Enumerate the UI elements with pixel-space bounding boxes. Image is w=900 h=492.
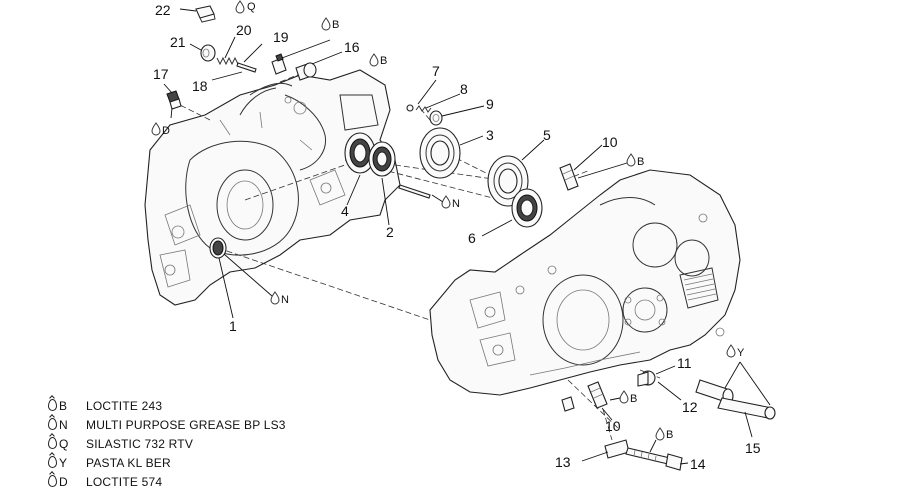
part-19-sensor xyxy=(271,53,287,75)
sealant-markers: Q B B D N B N B xyxy=(151,0,745,441)
legend-label: MULTI PURPOSE GREASE BP LS3 xyxy=(86,418,286,432)
legend-drop-icon: B xyxy=(48,397,82,416)
drop-marker-16-b: B xyxy=(369,53,387,67)
legend-label: PASTA KL BER xyxy=(86,456,171,470)
legend-label: LOCTITE 574 xyxy=(86,475,163,489)
sealant-legend: B LOCTITE 243 N MULTI PURPOSE GREASE BP … xyxy=(48,397,378,492)
part-10-dowel-top xyxy=(559,163,579,191)
ribbed-cover xyxy=(683,273,717,301)
callout-18: 18 xyxy=(192,78,208,94)
part-4-bearing xyxy=(344,132,376,174)
drop-marker-19-b: B xyxy=(321,17,339,31)
callout-5: 5 xyxy=(543,127,551,143)
svg-text:B: B xyxy=(332,19,339,31)
callout-2: 2 xyxy=(386,224,394,240)
svg-text:B: B xyxy=(666,429,673,441)
drop-marker-22-q: Q xyxy=(235,0,256,14)
svg-text:D: D xyxy=(162,125,170,137)
part-20-spring xyxy=(216,56,239,66)
left-crankcase-half xyxy=(144,69,401,306)
part-18-pin xyxy=(236,62,257,73)
part-8-spring xyxy=(415,105,432,113)
callout-13: 13 xyxy=(555,454,571,470)
callout-6: 6 xyxy=(468,230,476,246)
callout-17: 17 xyxy=(153,66,169,82)
callout-10-bottom: 10 xyxy=(605,418,621,434)
bush xyxy=(561,396,575,412)
part-3-bearing xyxy=(419,127,461,179)
callout-15: 15 xyxy=(745,440,761,456)
gasket-line xyxy=(239,87,277,116)
drop-marker-stud-n: N xyxy=(441,195,460,210)
callout-14: 14 xyxy=(690,456,706,472)
part-6-bearing xyxy=(511,188,543,228)
callout-4: 4 xyxy=(341,203,349,219)
svg-text:Q: Q xyxy=(247,1,256,13)
drop-marker-10-top-b: B xyxy=(626,153,644,168)
svg-text:Y: Y xyxy=(737,347,745,359)
part-11-screw xyxy=(637,370,656,387)
part-10-dowel-bottom xyxy=(587,381,608,409)
callout-1: 1 xyxy=(229,318,237,334)
part-9-plug xyxy=(429,110,443,126)
svg-text:B: B xyxy=(637,156,644,168)
callout-7: 7 xyxy=(432,63,440,79)
svg-text:N: N xyxy=(281,294,289,306)
part-16-plug xyxy=(295,62,317,81)
callout-3: 3 xyxy=(486,127,494,143)
legend-label: SILASTIC 732 RTV xyxy=(86,437,194,451)
callout-12: 12 xyxy=(682,399,698,415)
callout-11: 11 xyxy=(677,355,692,371)
callout-16: 16 xyxy=(344,39,360,55)
part-17-fitting xyxy=(166,90,182,110)
callout-8: 8 xyxy=(460,81,468,97)
callout-9: 9 xyxy=(486,96,494,112)
right-crankcase-half xyxy=(429,169,741,396)
callout-numbers: 22 21 20 19 18 17 16 7 8 9 3 5 10 4 2 6 … xyxy=(153,2,761,472)
callout-20: 20 xyxy=(236,22,252,38)
stud xyxy=(398,184,431,199)
parts xyxy=(166,5,776,471)
part-15-pins xyxy=(695,379,776,420)
legend-drop-icon: Q xyxy=(48,435,82,454)
legend-drop-icon: N xyxy=(48,416,82,435)
legend-row-n: N MULTI PURPOSE GREASE BP LS3 xyxy=(48,416,378,435)
part-21-plug xyxy=(200,44,216,62)
legend-drop-icon: Y xyxy=(48,454,82,473)
svg-text:B: B xyxy=(380,55,387,67)
callout-10-top: 10 xyxy=(602,134,618,150)
drop-marker-17-d: D xyxy=(151,122,170,137)
legend-row-q: Q SILASTIC 732 RTV xyxy=(48,435,378,454)
legend-row-d: D LOCTITE 574 xyxy=(48,473,378,492)
svg-text:N: N xyxy=(452,198,460,210)
part-1-seal xyxy=(209,237,227,259)
drop-marker-14-b: B xyxy=(655,427,673,441)
legend-drop-icon: D xyxy=(48,473,82,492)
drop-marker-10-bottom-b: B xyxy=(619,390,637,405)
part-13-bush xyxy=(604,439,630,459)
part-22-cap xyxy=(195,5,216,23)
part-2-bearing xyxy=(368,141,396,177)
drop-marker-15-y: Y xyxy=(726,344,745,359)
svg-text:B: B xyxy=(630,393,637,405)
callout-19: 19 xyxy=(273,29,289,45)
legend-row-b: B LOCTITE 243 xyxy=(48,397,378,416)
drop-marker-1-n: N xyxy=(270,291,289,306)
part-14-bolt xyxy=(625,447,683,471)
legend-label: LOCTITE 243 xyxy=(86,399,163,413)
callout-22: 22 xyxy=(155,2,171,18)
callout-21: 21 xyxy=(170,34,186,50)
leader-lines xyxy=(163,8,771,465)
part-7-ball xyxy=(406,104,414,112)
legend-row-y: Y PASTA KL BER xyxy=(48,454,378,473)
